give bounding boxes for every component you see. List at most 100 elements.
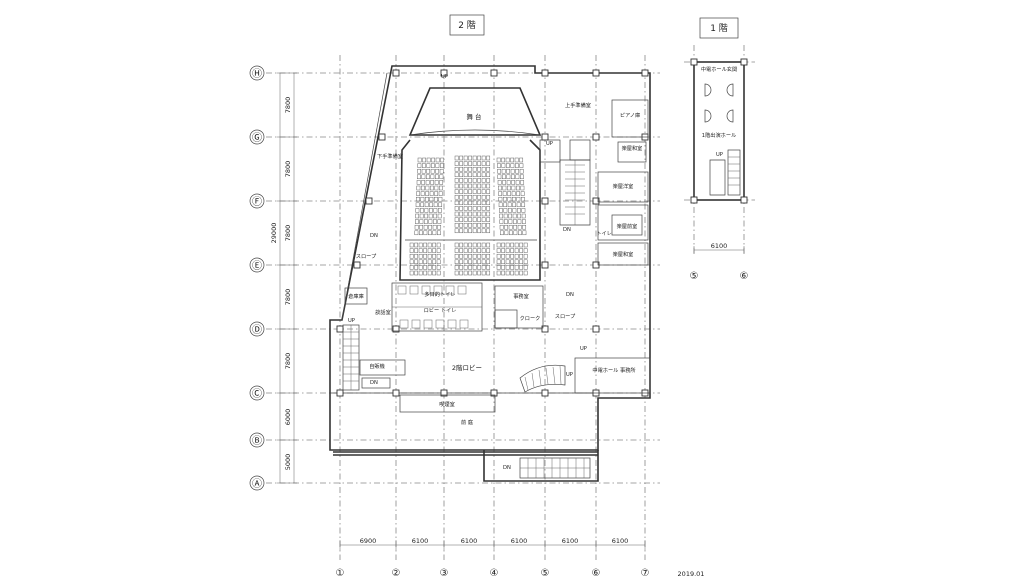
seat bbox=[468, 189, 473, 194]
seat bbox=[477, 270, 482, 276]
seat bbox=[420, 202, 425, 208]
seat bbox=[439, 168, 444, 174]
seat bbox=[496, 270, 501, 276]
seat bbox=[459, 200, 464, 206]
seat bbox=[503, 202, 508, 208]
seat bbox=[459, 222, 464, 228]
seat bbox=[454, 211, 459, 217]
seat bbox=[417, 163, 422, 168]
seat bbox=[516, 191, 521, 196]
seat bbox=[429, 196, 434, 202]
seat bbox=[508, 219, 513, 224]
seat bbox=[504, 230, 509, 236]
backstage-rooms bbox=[539, 99, 649, 266]
seat bbox=[459, 242, 464, 248]
seat bbox=[433, 213, 438, 219]
seat bbox=[422, 163, 426, 168]
seat bbox=[428, 224, 433, 230]
seat bbox=[437, 213, 442, 219]
seat bbox=[502, 174, 506, 180]
seat bbox=[512, 213, 517, 219]
seat bbox=[520, 185, 525, 191]
seat bbox=[519, 265, 524, 270]
seat bbox=[512, 196, 516, 202]
seat bbox=[459, 228, 464, 234]
seat bbox=[425, 180, 430, 185]
seat bbox=[512, 202, 517, 208]
seat bbox=[459, 161, 464, 166]
seat bbox=[521, 208, 526, 213]
seat bbox=[505, 242, 510, 248]
seat bbox=[418, 259, 423, 265]
seat bbox=[416, 180, 421, 185]
seat bbox=[424, 213, 429, 219]
seat bbox=[415, 213, 420, 219]
seat bbox=[502, 191, 507, 196]
seat bbox=[486, 259, 491, 265]
seat bbox=[468, 270, 473, 276]
seat bbox=[499, 224, 504, 230]
seat bbox=[497, 163, 501, 168]
label-slope-left: スロープ bbox=[356, 253, 377, 260]
seat bbox=[414, 270, 419, 276]
seat bbox=[477, 183, 482, 189]
seat bbox=[477, 155, 482, 161]
seat bbox=[409, 265, 414, 270]
seat bbox=[481, 242, 486, 248]
seat bbox=[515, 174, 520, 180]
seat bbox=[454, 178, 459, 183]
row-label-c: Ⓒ bbox=[252, 388, 262, 400]
seat bbox=[423, 259, 428, 265]
seat bbox=[477, 242, 482, 248]
seat bbox=[463, 222, 468, 228]
seat bbox=[423, 248, 428, 253]
seat bbox=[481, 183, 486, 189]
horizontal-dimensions: 6900 6100 6100 6100 6100 6100 bbox=[339, 537, 646, 550]
seat bbox=[519, 259, 524, 265]
seat bbox=[481, 270, 486, 276]
seat bbox=[454, 222, 459, 228]
v-dim-4: 7800 bbox=[284, 289, 292, 306]
seat bbox=[486, 194, 491, 200]
seat bbox=[477, 253, 482, 259]
side-col-label-6: ⑥ bbox=[740, 271, 749, 282]
seat bbox=[506, 163, 510, 168]
seat bbox=[459, 155, 464, 161]
seat bbox=[481, 211, 486, 217]
seat bbox=[416, 196, 420, 202]
seat bbox=[507, 202, 512, 208]
seat bbox=[454, 248, 459, 253]
seat bbox=[468, 155, 473, 161]
seat bbox=[514, 270, 519, 276]
seat bbox=[477, 217, 482, 222]
seat bbox=[472, 253, 477, 259]
seat bbox=[519, 248, 524, 253]
seat bbox=[463, 259, 468, 265]
v-dim-5: 7800 bbox=[284, 353, 292, 370]
seat bbox=[481, 200, 486, 206]
seat bbox=[523, 259, 528, 265]
seat bbox=[497, 174, 502, 180]
seat bbox=[454, 172, 459, 178]
seat bbox=[486, 166, 491, 172]
seat bbox=[523, 270, 528, 276]
seat bbox=[514, 265, 519, 270]
seat bbox=[454, 253, 459, 259]
seat bbox=[481, 155, 486, 161]
seat bbox=[519, 168, 524, 174]
seat bbox=[437, 219, 442, 224]
seat bbox=[438, 191, 443, 196]
seat bbox=[419, 224, 424, 230]
label-front-eave: 前 庭 bbox=[461, 418, 473, 426]
seat bbox=[428, 219, 433, 224]
seat bbox=[519, 242, 524, 248]
seat bbox=[481, 206, 486, 211]
seat bbox=[420, 191, 425, 196]
seat bbox=[481, 265, 486, 270]
seat bbox=[436, 259, 441, 265]
drawing-date: 2019.01 bbox=[678, 570, 705, 578]
seat bbox=[468, 211, 473, 217]
seat bbox=[432, 230, 437, 236]
seat bbox=[522, 219, 526, 224]
seat bbox=[477, 259, 482, 265]
